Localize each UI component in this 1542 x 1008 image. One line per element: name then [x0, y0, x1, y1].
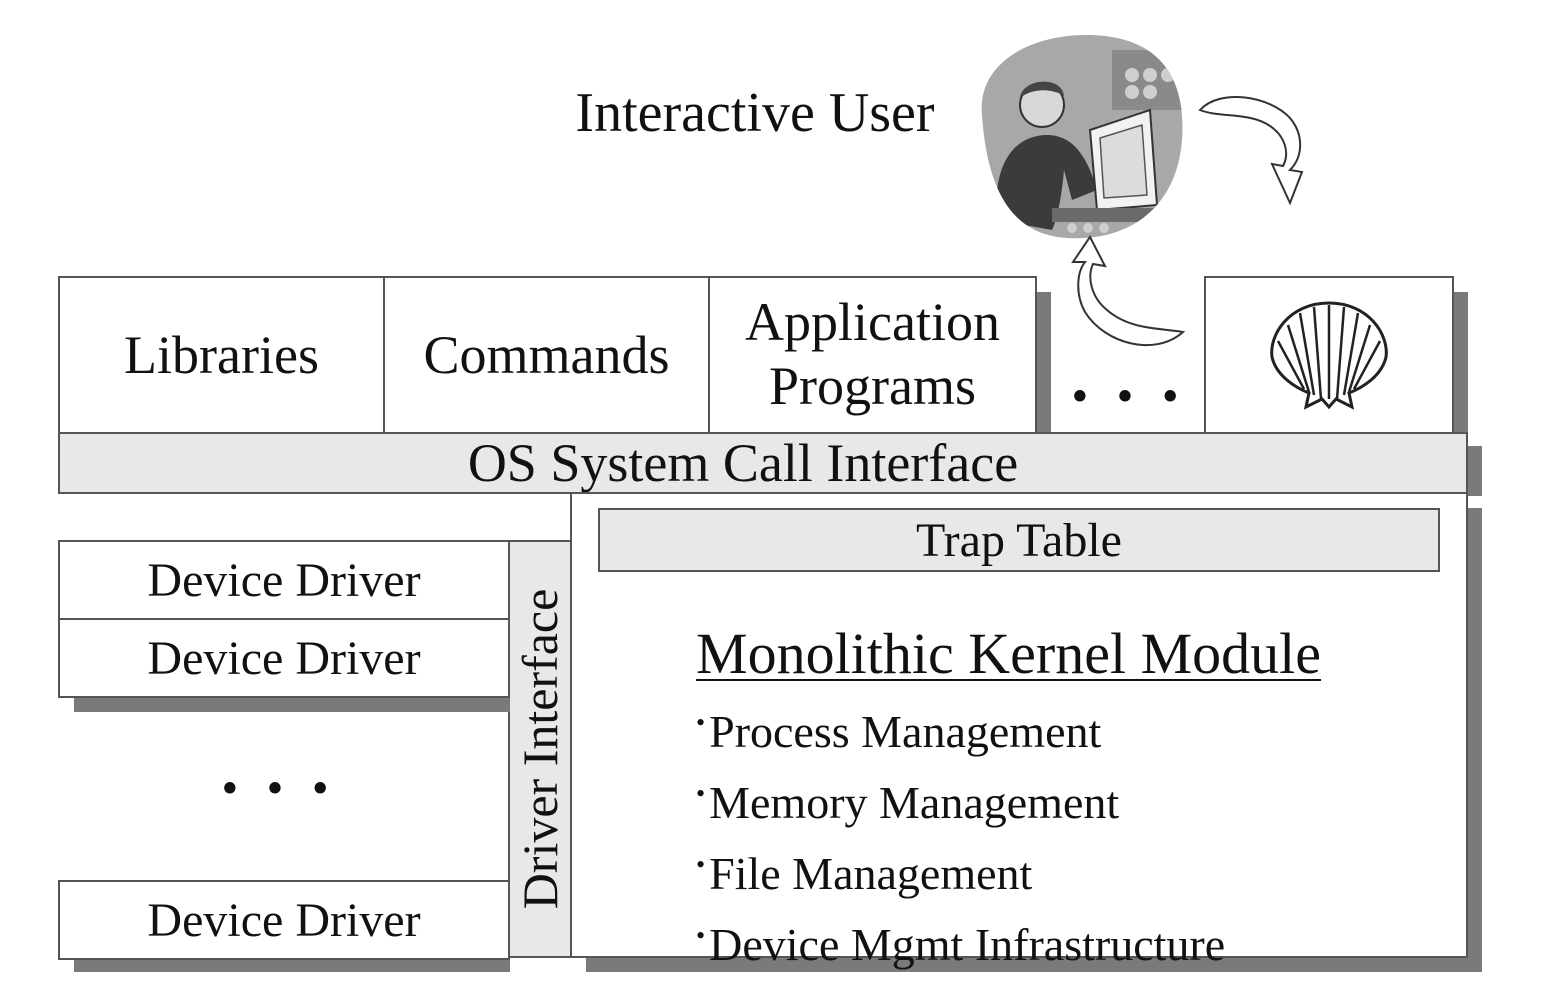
kernel-module-title: Monolithic Kernel Module	[696, 621, 1322, 686]
application-programs-label-line2: Programs	[769, 356, 976, 416]
kernel-feature-list: •Process Management •Memory Management •…	[696, 692, 1225, 976]
interactive-user-label: Interactive User	[575, 82, 935, 144]
commands-label: Commands	[423, 325, 670, 385]
shell-icon	[1270, 301, 1388, 410]
application-programs-label-line1: Application	[745, 292, 1000, 353]
list-item: •Device Mgmt Infrastructure	[696, 919, 1226, 970]
device-driver-box: Device Driver	[58, 540, 510, 620]
driver-ellipsis: • • •	[222, 766, 338, 812]
device-driver-label: Device Driver	[147, 631, 421, 685]
libraries-box: Libraries	[58, 276, 385, 434]
top-ellipsis: • • •	[1072, 374, 1188, 420]
shell-box	[1204, 276, 1454, 434]
system-call-interface-bar: OS System Call Interface	[58, 432, 1468, 494]
commands-box: Commands	[383, 276, 710, 434]
return-arrow-icon	[1198, 96, 1304, 206]
trap-table-bar: Trap Table	[598, 508, 1440, 572]
request-arrow-icon	[1071, 235, 1186, 347]
driver-interface-bar: Driver Interface	[508, 540, 572, 958]
device-driver-label: Device Driver	[147, 893, 421, 947]
device-driver-box: Device Driver	[58, 880, 510, 960]
device-driver-label: Device Driver	[147, 553, 421, 607]
device-driver-box: Device Driver	[58, 618, 510, 698]
application-programs-box: Application Programs	[708, 276, 1037, 434]
driver-interface-label: Driver Interface	[512, 588, 568, 910]
list-item: •Memory Management	[696, 777, 1120, 828]
list-item: •File Management	[696, 848, 1033, 899]
trap-table-label: Trap Table	[916, 513, 1122, 567]
libraries-label: Libraries	[124, 325, 319, 385]
list-item: •Process Management	[696, 706, 1102, 757]
user-at-computer-icon	[972, 30, 1192, 245]
system-call-interface-label: OS System Call Interface	[467, 433, 1019, 493]
